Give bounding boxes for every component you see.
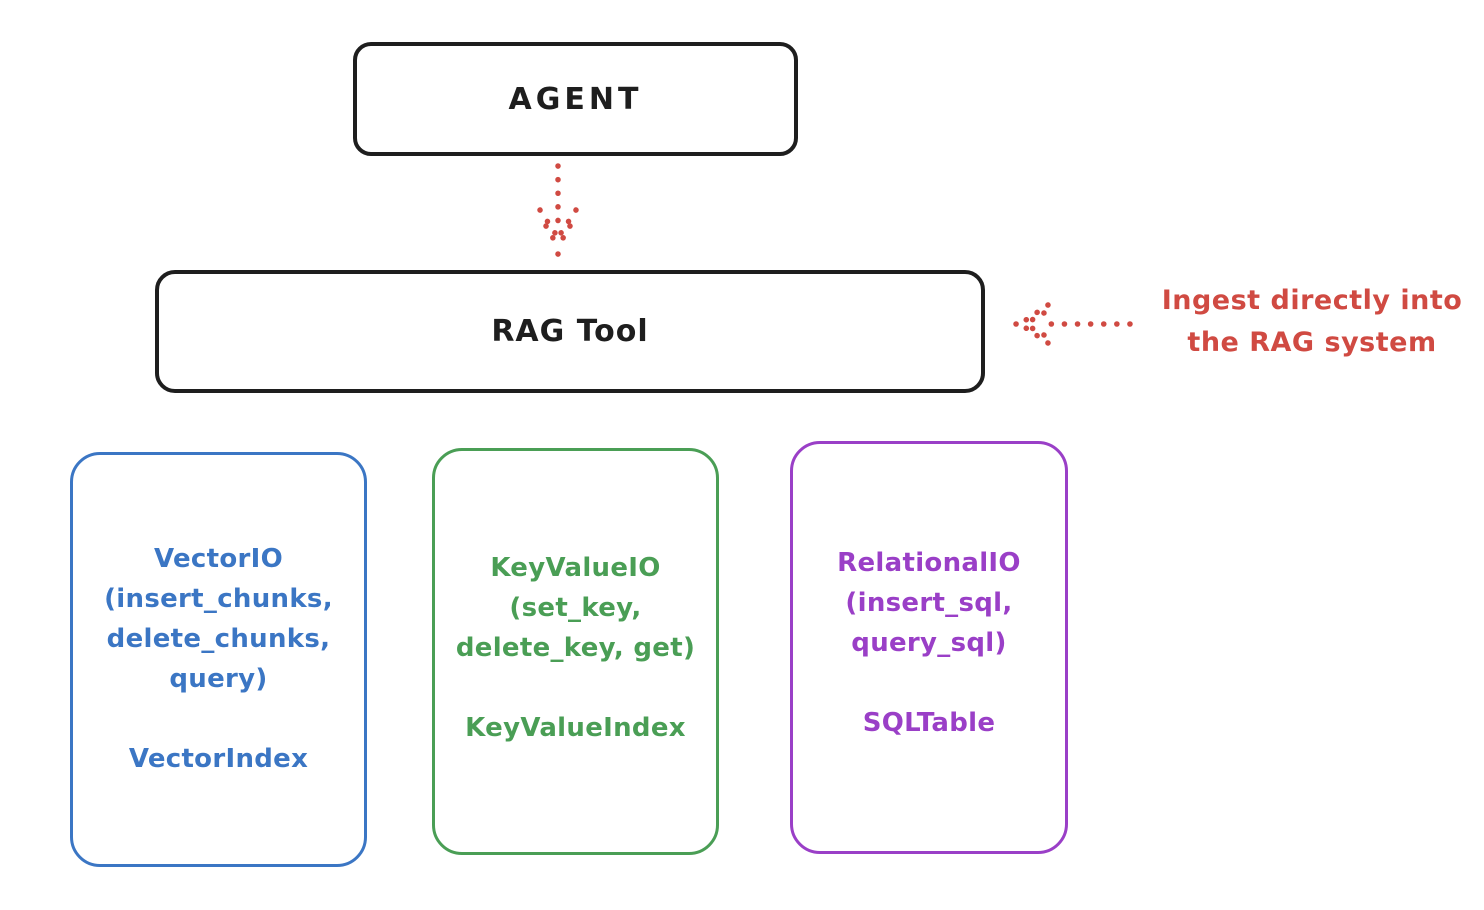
io-box-index-label: KeyValueIndex [465, 713, 686, 743]
agent-to-rag-arrow-icon [537, 163, 579, 257]
io-box-line: (insert_sql, [845, 588, 1013, 618]
rag-tool-label: RAG Tool [491, 314, 649, 349]
ingest-annotation-line1: Ingest directly into [1161, 285, 1463, 316]
vector-io-box: VectorIO (insert_chunks, delete_chunks, … [70, 452, 367, 867]
io-box-index-label: VectorIndex [128, 744, 309, 774]
keyvalue-io-box: KeyValueIO (set_key, delete_key, get) Ke… [432, 448, 719, 855]
io-box-line: (insert_chunks, [104, 584, 333, 614]
agent-label: AGENT [508, 81, 643, 117]
io-box-index-label: SQLTable [862, 708, 996, 738]
io-box-line: delete_key, get) [455, 633, 696, 663]
io-box-line: VectorIO [153, 544, 284, 574]
agent-node: AGENT [353, 42, 798, 156]
ingest-annotation-line2: the RAG system [1187, 327, 1437, 358]
io-box-line: query_sql) [851, 628, 1007, 658]
ingest-annotation: Ingest directly into the RAG system [1140, 280, 1484, 364]
io-box-line: delete_chunks, [106, 624, 331, 654]
rag-tool-node: RAG Tool [155, 270, 985, 393]
io-box-line: query) [169, 664, 268, 694]
relational-io-box: RelationalIO (insert_sql, query_sql) SQL… [790, 441, 1068, 854]
io-box-line: (set_key, [509, 593, 642, 623]
ingest-annotation-arrow-icon [1013, 302, 1133, 346]
io-box-line: KeyValueIO [490, 553, 661, 583]
io-box-line: RelationalIO [837, 548, 1021, 578]
